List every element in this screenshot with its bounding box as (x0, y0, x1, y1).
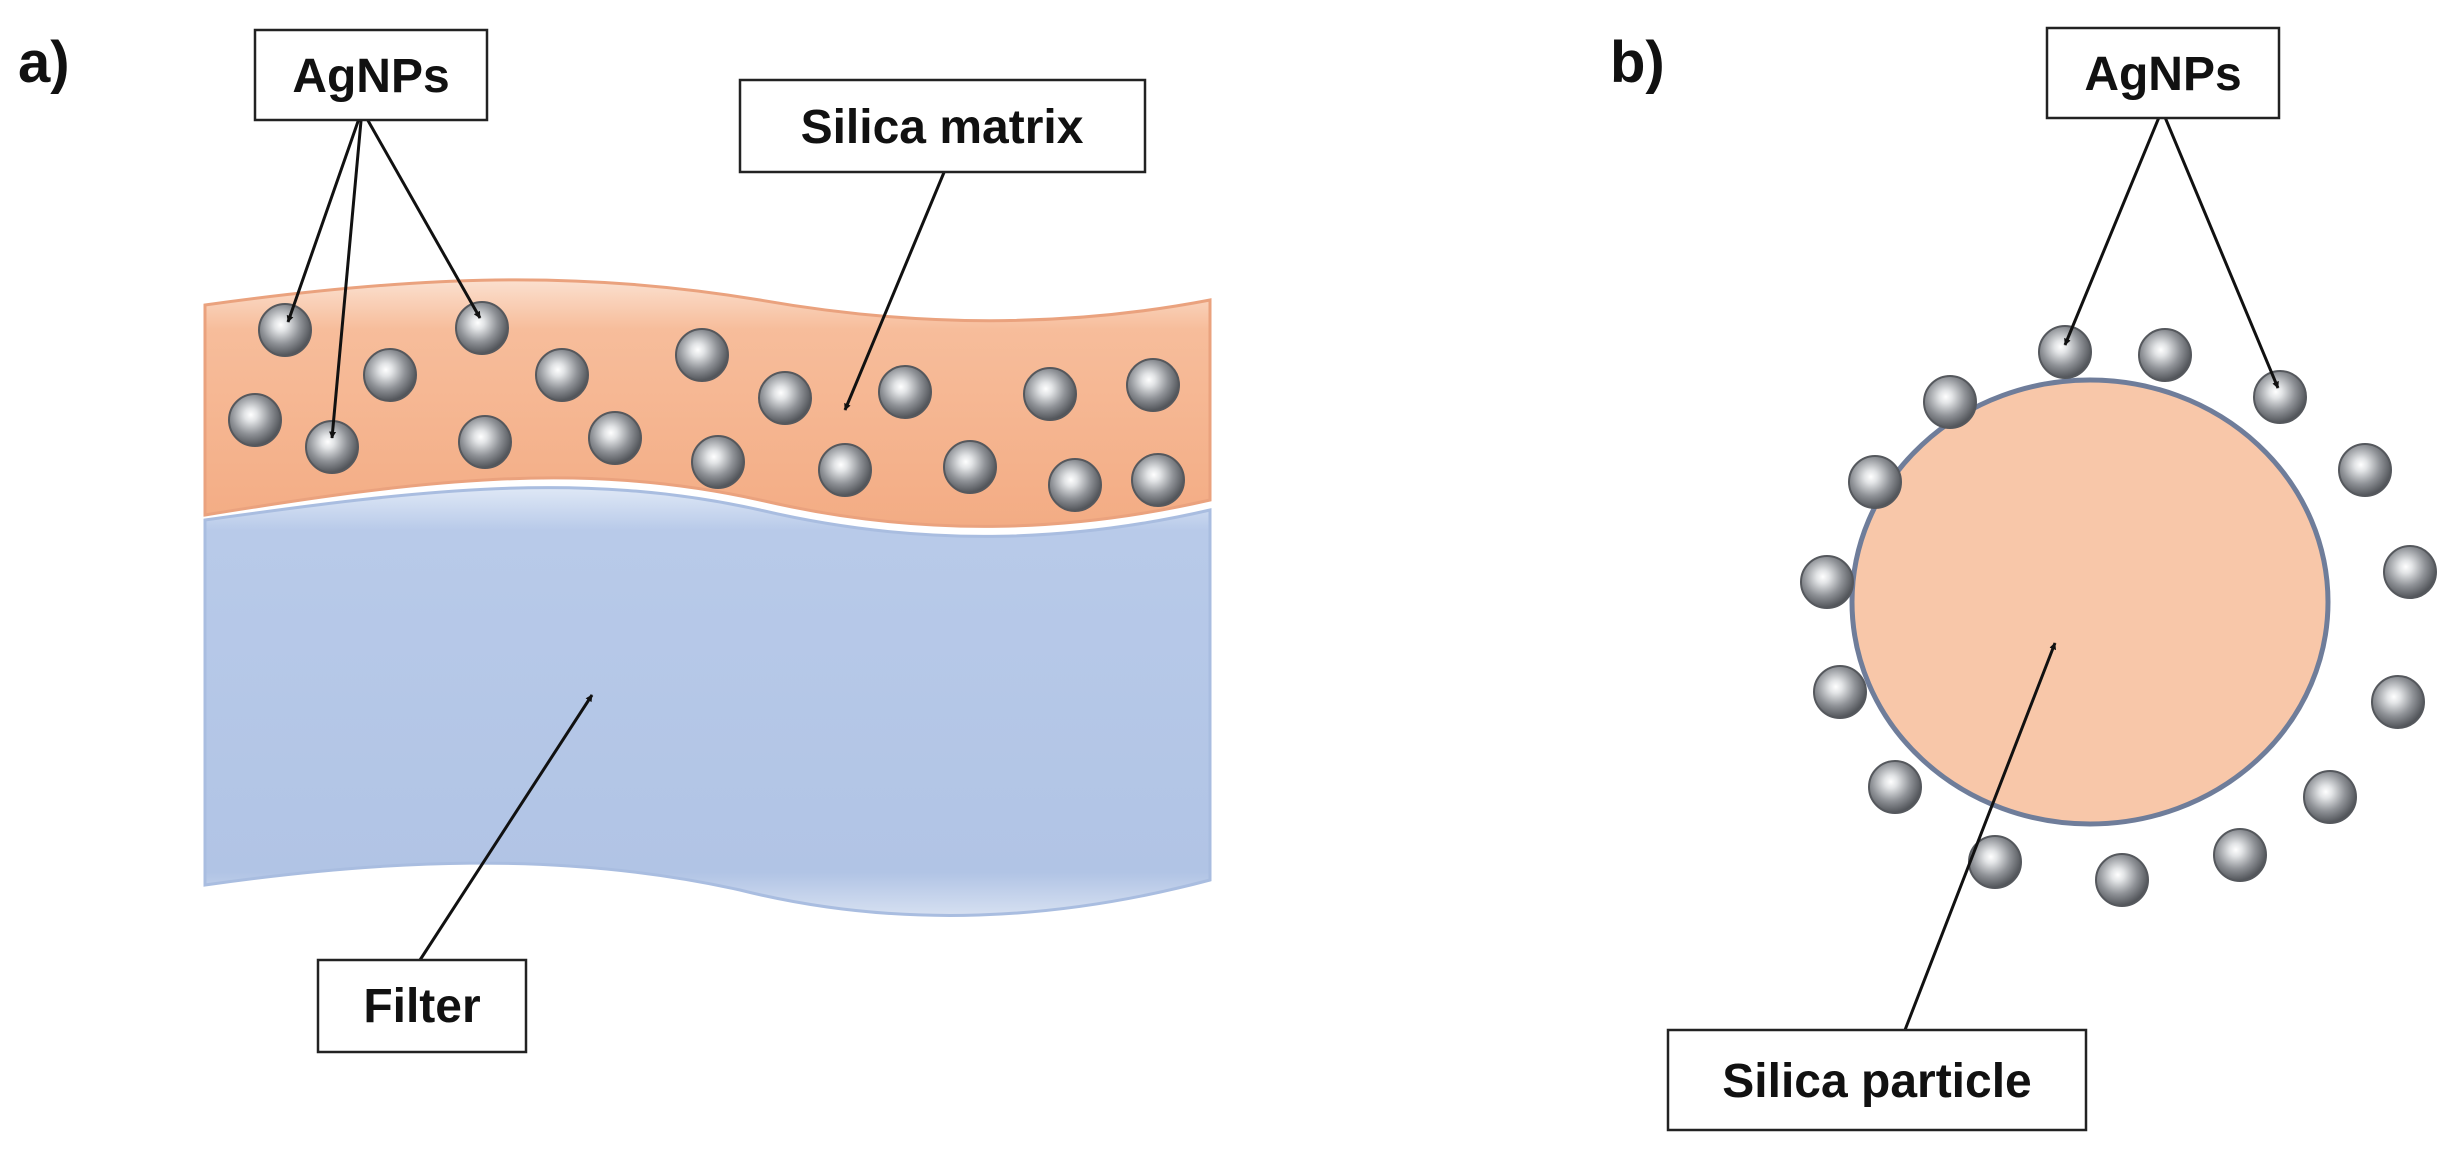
callout-silica-matrix: Silica matrix (738, 78, 1147, 174)
callout-silica-particle-box (1666, 1028, 2088, 1132)
leader-agnps-2 (329, 109, 364, 439)
nanoparticle (2338, 443, 2392, 497)
callout-agnps-a-text: AgNPs (292, 50, 449, 103)
nanoparticle (1848, 455, 1902, 509)
callout-silica-particle-text: Silica particle (1722, 1055, 2032, 1108)
filter-layer (203, 486, 1212, 917)
nanoparticle (588, 411, 642, 465)
callout-agnps-b-text: AgNPs (2084, 48, 2241, 101)
nanoparticle (535, 348, 589, 402)
nanoparticle (1131, 453, 1185, 507)
surface-nanoparticles (1800, 325, 2437, 907)
nanoparticle (258, 303, 312, 357)
nanoparticle (2371, 675, 2425, 729)
nanoparticle (2095, 853, 2149, 907)
nanoparticle (2253, 370, 2307, 424)
nanoparticle (1126, 358, 1180, 412)
nanoparticle (2138, 328, 2192, 382)
callout-silica-particle: Silica particle (1666, 1028, 2088, 1132)
nanoparticle (675, 328, 729, 382)
callout-filter-box (316, 958, 528, 1054)
leader-silica-particle (1903, 642, 2057, 1031)
callout-filter: Filter (316, 958, 528, 1054)
nanoparticle (1868, 760, 1922, 814)
callout-silica-matrix-text: Silica matrix (801, 101, 1084, 154)
nanoparticle (2213, 828, 2267, 882)
nanoparticle (2038, 325, 2092, 379)
nanoparticle (228, 393, 282, 447)
nanoparticle (2383, 545, 2437, 599)
panel-a-label: a) (18, 30, 70, 95)
callout-silica-matrix-box (738, 78, 1147, 174)
nanoparticle (878, 365, 932, 419)
panel-b-leaders (1903, 109, 2280, 1031)
nanoparticle (1923, 375, 1977, 429)
nanoparticle (943, 440, 997, 494)
nanoparticle (1023, 367, 1077, 421)
leader-agnps-b-1 (2063, 109, 2164, 346)
callout-agnps-b: AgNPs (2045, 26, 2281, 120)
nanoparticle (455, 301, 509, 355)
leader-agnps-b-2 (2160, 109, 2280, 389)
panel-a-leaders (286, 109, 947, 961)
nanoparticle (818, 443, 872, 497)
nanoparticle (363, 348, 417, 402)
leader-agnps-1 (286, 109, 364, 323)
nanoparticle (2303, 770, 2357, 824)
nanoparticle (691, 435, 745, 489)
nanoparticle (305, 420, 359, 474)
nanoparticle (1813, 665, 1867, 719)
silica-matrix-nanoparticles (228, 301, 1185, 512)
leader-filter (418, 694, 594, 961)
leader-silica-matrix (843, 169, 947, 411)
nanoparticle (458, 415, 512, 469)
callout-filter-text: Filter (363, 980, 480, 1033)
nanoparticle (758, 371, 812, 425)
nanoparticle (1800, 555, 1854, 609)
callout-agnps-a-box (253, 28, 489, 122)
callout-agnps-b-box (2045, 26, 2281, 120)
panel-b-label: b) (1610, 30, 1665, 95)
nanoparticle (1048, 458, 1102, 512)
callout-agnps-a: AgNPs (253, 28, 489, 122)
silica-particle (1849, 377, 2331, 827)
leader-agnps-3 (360, 109, 482, 319)
